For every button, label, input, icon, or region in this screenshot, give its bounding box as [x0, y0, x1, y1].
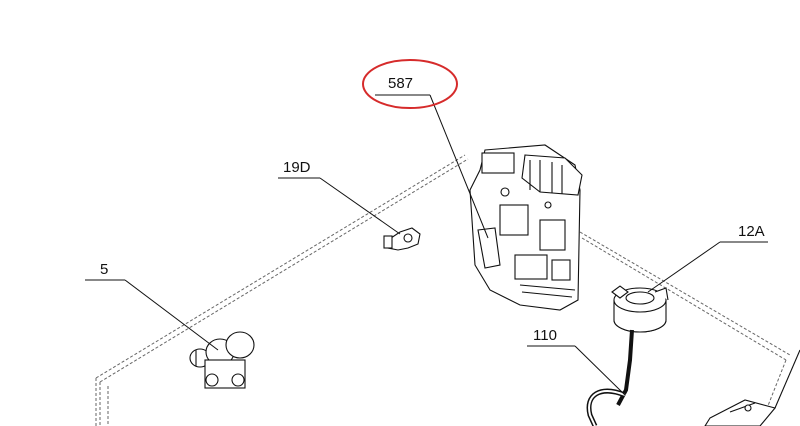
hose — [586, 388, 626, 426]
part-label-5: 5 — [100, 261, 109, 278]
leader-lines — [85, 94, 768, 396]
part-label-19d: 19D — [283, 159, 311, 176]
inlet-valve — [189, 331, 255, 389]
bracket-part — [704, 349, 800, 426]
control-board-module — [469, 144, 583, 311]
highlight-circle — [362, 59, 458, 109]
part-label-12a: 12A — [738, 223, 765, 240]
cabinet-outline — [95, 154, 791, 426]
part-label-587: 587 — [388, 75, 414, 92]
pressure-switch — [611, 285, 669, 406]
clip-part — [383, 227, 421, 251]
part-label-110: 110 — [533, 327, 557, 344]
